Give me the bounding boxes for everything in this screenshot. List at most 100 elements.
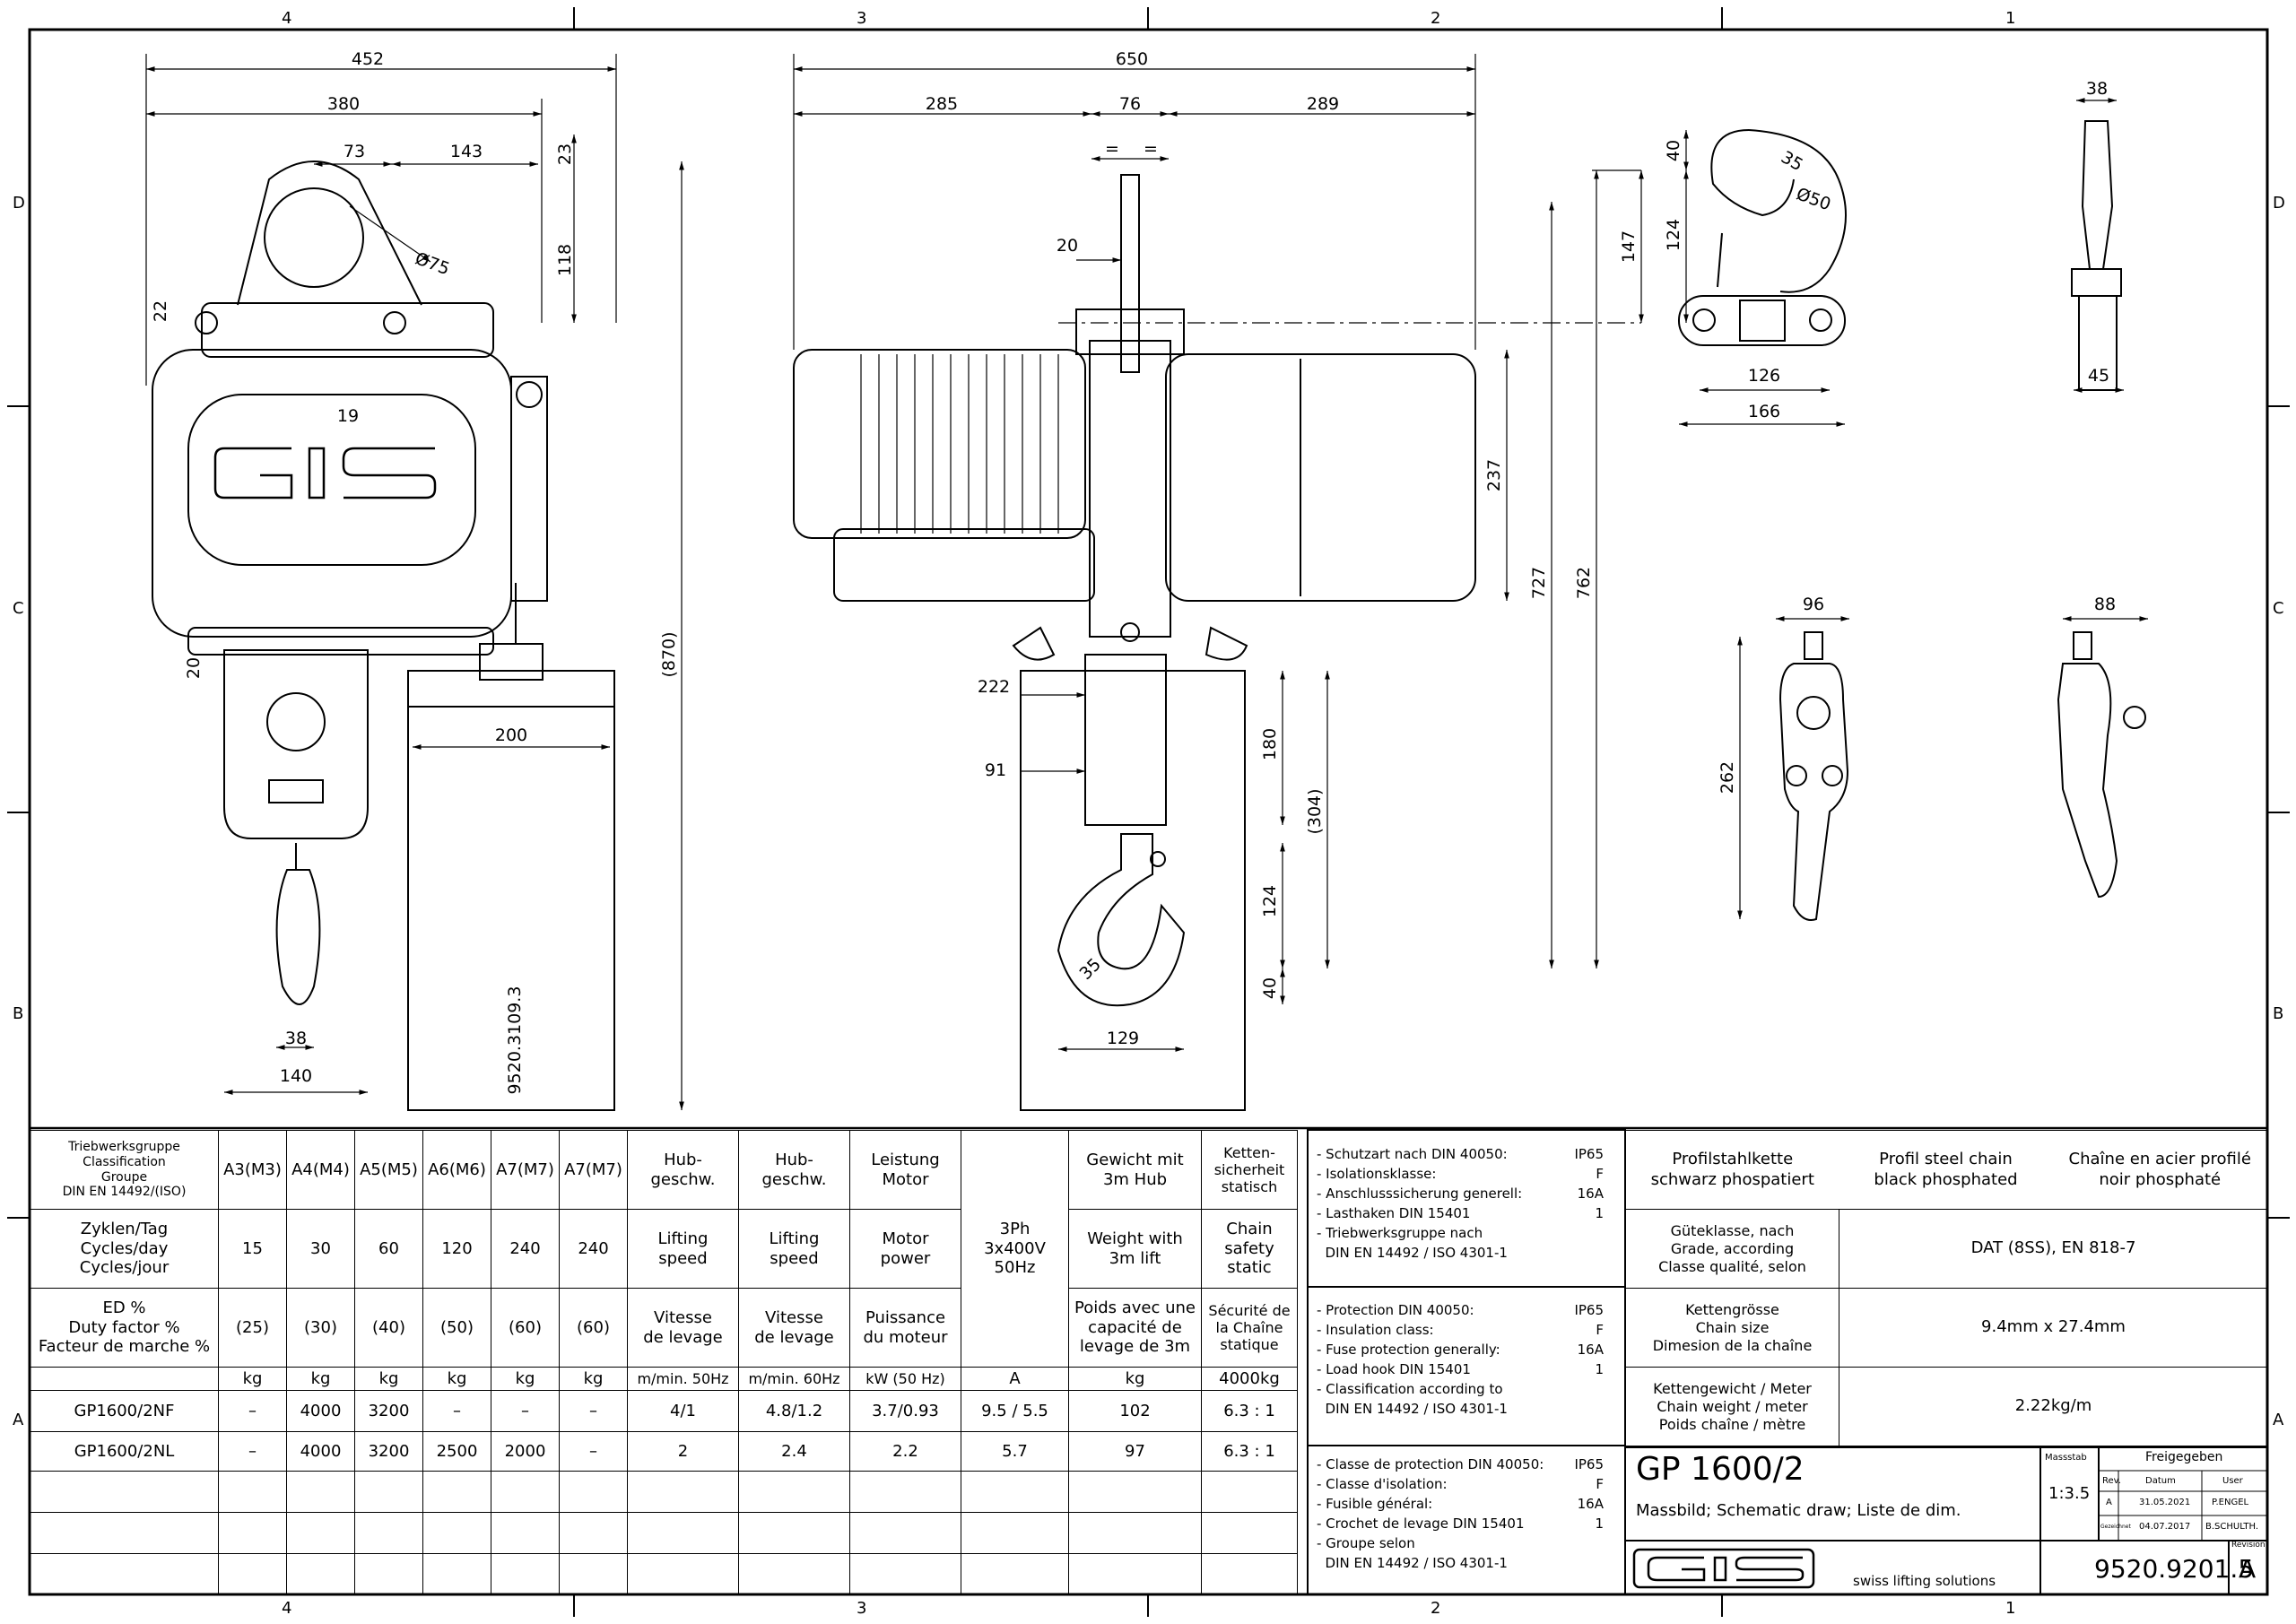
note-de-0: - Schutzart nach DIN 40050: (1317, 1146, 1508, 1162)
note-en-3-val: 1 (1595, 1361, 1604, 1377)
note-fr-5: DIN EN 14492 / ISO 4301-1 (1317, 1555, 1508, 1571)
zone-row-a-left: A (13, 1411, 24, 1429)
dim-38: 38 (285, 1029, 307, 1048)
side-view (793, 174, 1476, 1111)
note-de-3: - Lasthaken DIN 15401 (1317, 1205, 1471, 1221)
dim-129: 129 (1107, 1029, 1139, 1048)
front-view-dims: 452 380 73 143 23 118 Ø75 22 19 20 200 (… (151, 49, 679, 1094)
dim-91: 91 (985, 760, 1006, 780)
row0-v5: 6.3 : 1 (1201, 1390, 1298, 1432)
dim-180: 180 (1260, 728, 1280, 760)
dim-124-side: 124 (1260, 885, 1280, 917)
row1-v0: 2 (627, 1431, 739, 1472)
revision-value: A (2239, 1554, 2257, 1584)
row0-v3: 9.5 / 5.5 (961, 1390, 1069, 1432)
bucket-part-label: 9520.3109.3 (505, 986, 525, 1095)
row1-g1: 4000 (286, 1431, 355, 1472)
note-en-0-val: IP65 (1574, 1302, 1604, 1318)
dim-262: 262 (1718, 761, 1737, 794)
note-en-3: - Load hook DIN 15401 (1317, 1361, 1471, 1377)
dim-140: 140 (280, 1066, 312, 1086)
notes-fr: - Classe de protection DIN 40050:IP65 - … (1317, 1455, 1604, 1573)
dim-166: 166 (1748, 402, 1780, 421)
notes-de: - Schutzart nach DIN 40050:IP65 - Isolat… (1317, 1144, 1604, 1263)
zone-col-2-bottom: 2 (1431, 1599, 1441, 1618)
date-col-label: Datum (2145, 1476, 2176, 1486)
row0-v0: 4/1 (627, 1390, 739, 1432)
row1-v1: 2.4 (738, 1431, 850, 1472)
dim-289: 289 (1307, 94, 1339, 114)
rev-row-user: P.ENGEL (2212, 1498, 2249, 1507)
unit-power: kW (50 Hz) (849, 1367, 961, 1391)
note-en-4: - Classification according to (1317, 1381, 1503, 1397)
gis-logo-icon (1632, 1548, 1815, 1589)
note-de-1: - Isolationsklasse: (1317, 1166, 1437, 1182)
hdr-safety-de: Ketten- sicherheit statisch (1201, 1130, 1298, 1210)
hdr-power-en: Motor power (849, 1209, 961, 1289)
row0-g3: – (422, 1390, 491, 1432)
dim-96: 96 (1803, 595, 1824, 614)
cycles-1: 30 (286, 1209, 355, 1289)
dim-45: 45 (2088, 366, 2109, 386)
cycles-5: 240 (559, 1209, 628, 1289)
note-fr-0-val: IP65 (1574, 1456, 1604, 1472)
hdr-safety-fr: Sécurité de la Chaîne statique (1201, 1288, 1298, 1368)
rev-row-rev: A (2106, 1498, 2112, 1507)
dim-19: 19 (337, 406, 359, 426)
row1-v5: 6.3 : 1 (1201, 1431, 1298, 1472)
row0-g1: 4000 (286, 1390, 355, 1432)
hdr-speed60-fr: Vitesse de levage (738, 1288, 850, 1368)
dim-40-side: 40 (1260, 977, 1280, 999)
dim-762: 762 (1574, 567, 1594, 599)
unit-3: kg (422, 1367, 491, 1391)
dim-452: 452 (352, 49, 384, 69)
dim-380: 380 (327, 94, 360, 114)
zone-row-b-right: B (2273, 1004, 2284, 1023)
note-de-2: - Anschlusssicherung generell: (1317, 1185, 1523, 1202)
title-main: GP 1600/2 (1636, 1451, 1805, 1488)
side-view-dim-lines (793, 54, 1641, 1052)
dim-727: 727 (1529, 567, 1549, 599)
duty-0: (25) (218, 1288, 287, 1368)
duty-4: (60) (491, 1288, 560, 1368)
dim-40-hook: 40 (1664, 140, 1683, 161)
cycles-4: 240 (491, 1209, 560, 1289)
note-de-1-val: F (1596, 1166, 1604, 1182)
dim-38-hook: 38 (2086, 79, 2108, 99)
unit-current: A (961, 1367, 1069, 1391)
dim-76: 76 (1119, 94, 1141, 114)
row0-v1: 4.8/1.2 (738, 1390, 850, 1432)
model-0: GP1600/2NF (30, 1390, 219, 1432)
row0-v4: 102 (1068, 1390, 1202, 1432)
hdr-speed60-de: Hub- geschw. (738, 1130, 850, 1210)
group-3: A6(M6) (422, 1130, 491, 1210)
chain-grade-label: Güteklasse, nach Grade, according Classe… (1625, 1209, 1839, 1289)
dim-147: 147 (1619, 230, 1639, 263)
title-subtitle: Massbild; Schematic draw; Liste de dim. (1636, 1501, 1961, 1520)
zone-row-d-right: D (2273, 194, 2285, 213)
note-fr-1-val: F (1596, 1476, 1604, 1492)
note-fr-0: - Classe de protection DIN 40050: (1317, 1456, 1544, 1472)
dim-124-hook: 124 (1664, 219, 1683, 251)
unit-1: kg (286, 1367, 355, 1391)
duty-1: (30) (286, 1288, 355, 1368)
note-en-2: - Fuse protection generally: (1317, 1342, 1500, 1358)
drawn-date: 04.07.2017 (2139, 1522, 2191, 1532)
dim-126: 126 (1748, 366, 1780, 386)
dim-20: 20 (184, 657, 204, 679)
tagline: swiss lifting solutions (1853, 1573, 1996, 1589)
unit-5: kg (559, 1367, 628, 1391)
cycles-2: 60 (354, 1209, 423, 1289)
dim-222: 222 (978, 677, 1010, 697)
table-row: GP1600/2NL – 4000 3200 2500 2000 – 2 2.4… (30, 1431, 1298, 1472)
unit-safety: 4000kg (1201, 1367, 1298, 1391)
pendant-dim-lines (1737, 616, 2148, 919)
rev-row-date: 31.05.2021 (2139, 1498, 2191, 1507)
dim-650: 650 (1116, 49, 1148, 69)
note-en-2-val: 16A (1577, 1342, 1604, 1358)
hook-dim-lines (1592, 98, 2124, 427)
note-fr-3-val: 1 (1595, 1515, 1604, 1532)
zone-col-1-bottom: 1 (2005, 1599, 2016, 1618)
